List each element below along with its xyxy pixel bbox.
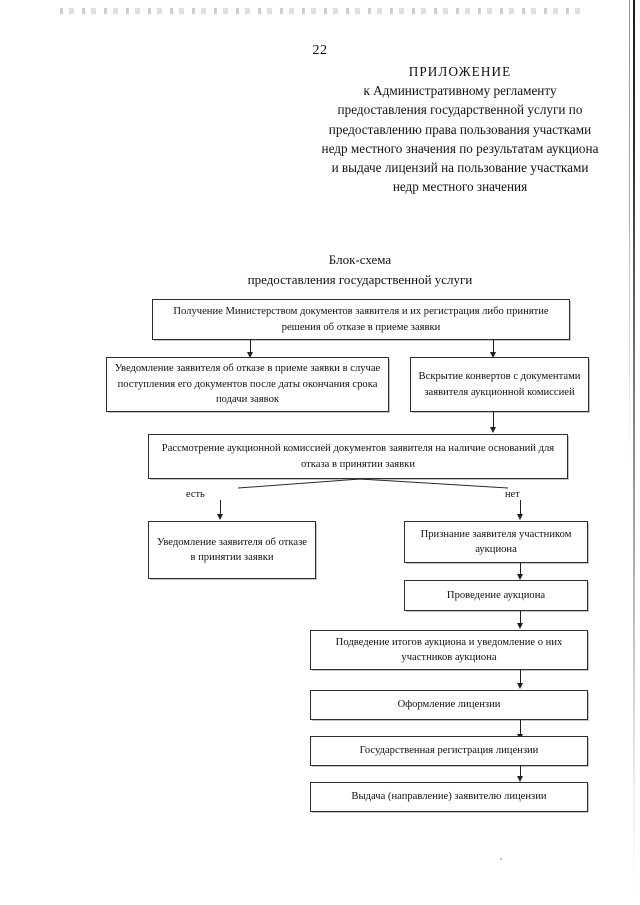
flow-node-deliver-license: Выдача (направление) заявителю лицензии — [310, 782, 588, 812]
flow-node-hold-auction: Проведение аукциона — [404, 580, 588, 611]
page-number: 22 — [312, 43, 328, 58]
connector-receive-to-refuse-late — [250, 340, 251, 354]
connector-auction-to-results — [520, 611, 521, 624]
scan-speck — [500, 858, 502, 860]
flow-node-review: Рассмотрение аукционной комиссией докуме… — [148, 434, 568, 479]
arrowhead-hold-auction — [516, 574, 523, 580]
arrowhead-notify-refusal — [216, 514, 223, 520]
connector-recognize-to-auction — [520, 563, 521, 575]
branch-connector-lines — [237, 478, 509, 489]
flow-node-open-envelopes-label: Вскрытие конвертов с документами заявите… — [418, 371, 581, 398]
arrowhead-deliver-license — [516, 776, 523, 782]
flow-node-receive: Получение Министерством документов заяви… — [152, 299, 570, 340]
branch-label-yes: есть — [186, 489, 205, 500]
flowchart-title-line-2: предоставления государственной услуги — [247, 272, 473, 287]
branch-label-no: нет — [505, 489, 520, 500]
appendix-heading-body: к Административному регламенту предостав… — [321, 83, 599, 195]
scan-artifact-top-edge — [60, 8, 580, 14]
arrowhead-review — [489, 427, 496, 433]
connector-open-envelopes-to-review — [493, 412, 494, 429]
flow-node-state-registration-label: Государственная регистрация лицензии — [359, 745, 539, 757]
flow-node-issue-license-prep-label: Оформление лицензии — [397, 699, 501, 711]
flow-node-refuse-late: Уведомление заявителя об отказе в приеме… — [106, 357, 389, 412]
scan-artifact-right-edge — [633, 0, 635, 905]
flow-node-open-envelopes: Вскрытие конвертов с документами заявите… — [410, 357, 589, 412]
flow-node-recognize-participant: Признание заявителя участником аукциона — [404, 521, 588, 563]
flowchart-title: Блок-схема предоставления государственно… — [140, 250, 580, 290]
arrowhead-recognize-participant — [516, 514, 523, 520]
appendix-heading-title: ПРИЛОЖЕНИЕ — [408, 64, 512, 79]
flow-node-notify-refusal: Уведомление заявителя об отказе в принят… — [148, 521, 316, 579]
connector-receive-to-open-envelopes — [493, 340, 494, 354]
flow-node-deliver-license-label: Выдача (направление) заявителю лицензии — [351, 791, 547, 803]
flow-node-refuse-late-label: Уведомление заявителя об отказе в приеме… — [114, 363, 381, 406]
flow-node-review-label: Рассмотрение аукционной комиссией докуме… — [161, 443, 555, 470]
flow-node-recognize-participant-label: Признание заявителя участником аукциона — [420, 528, 572, 556]
connector-no-branch — [520, 500, 521, 515]
flow-node-receive-label: Получение Министерством документов заяви… — [173, 306, 549, 333]
flowchart-title-line-1: Блок-схема — [328, 252, 392, 267]
flow-node-notify-refusal-label: Уведомление заявителя об отказе в принят… — [157, 536, 307, 564]
arrowhead-refuse-late — [246, 352, 253, 358]
connector-registration-to-deliver — [520, 766, 521, 777]
flow-node-state-registration: Государственная регистрация лицензии — [310, 736, 588, 766]
scan-artifact-right-edge-secondary — [629, 0, 630, 470]
flow-node-hold-auction-label: Проведение аукциона — [446, 589, 546, 601]
arrowhead-open-envelopes — [489, 352, 496, 358]
flow-node-issue-license-prep: Оформление лицензии — [310, 690, 588, 720]
flow-node-auction-results-label: Подведение итогов аукциона и уведомление… — [335, 636, 563, 664]
connector-results-to-license-prep — [520, 670, 521, 684]
appendix-heading: ПРИЛОЖЕНИЕ к Административному регламент… — [320, 62, 600, 196]
arrowhead-auction-results — [516, 623, 523, 629]
flow-node-auction-results: Подведение итогов аукциона и уведомление… — [310, 630, 588, 670]
connector-license-prep-to-registration — [520, 720, 521, 735]
connector-yes-branch — [220, 500, 221, 515]
arrowhead-issue-license-prep — [516, 683, 523, 689]
